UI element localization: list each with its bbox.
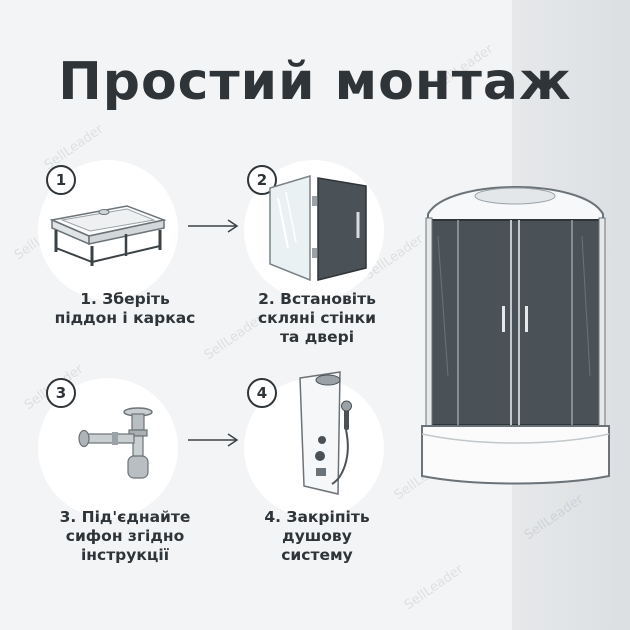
shower-tray-frame-icon: [49, 205, 167, 266]
step-1-number: 1: [46, 165, 76, 195]
shower-panel-icon: [299, 371, 352, 495]
step-1-caption: 1. Зберіть піддон і каркас: [54, 290, 196, 327]
shower-cabin-icon: [421, 186, 610, 485]
siphon-pipe-icon: [78, 407, 153, 479]
watermark: SellLeader: [401, 561, 467, 614]
step-4-caption: 4. Закріпіть душову систему: [264, 508, 370, 564]
page-title: Простий монтаж: [58, 52, 572, 112]
step-3-caption: 3. Під'єднайте сифон згідно інструкції: [59, 508, 191, 564]
step-3-number: 3: [46, 378, 76, 408]
glass-panel-door-icon: [269, 174, 367, 282]
arrow-right-icon: [188, 219, 239, 233]
arrow-right-icon: [188, 433, 239, 447]
step-4-number: 4: [247, 378, 277, 408]
step-2-caption: 2. Встановіть скляні стінки та двері: [257, 290, 376, 346]
